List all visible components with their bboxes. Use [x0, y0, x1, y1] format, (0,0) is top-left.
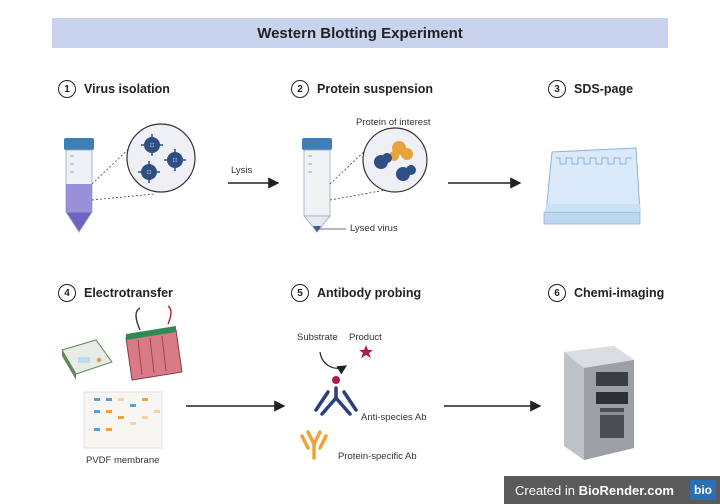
protein-zoom-icon	[362, 127, 428, 193]
protein-of-interest-label: Protein of interest	[356, 117, 431, 128]
title-bar: Western Blotting Experiment	[52, 18, 668, 48]
step-5-label: Antibody probing	[317, 286, 422, 300]
sds-page-gel-icon	[543, 147, 641, 225]
step-5-number: 5	[291, 284, 309, 302]
step-1-header: 1 Virus isolation	[58, 80, 170, 98]
protein-specific-ab-label: Protein-specific Ab	[338, 451, 417, 462]
step-4-label: Electrotransfer	[84, 286, 173, 300]
step-4-header: 4 Electrotransfer	[58, 284, 173, 302]
virus-zoom-icon	[126, 123, 196, 193]
tube-2-icon	[302, 138, 332, 233]
step-6-label: Chemi-imaging	[574, 286, 665, 300]
watermark-prefix: Created in	[515, 482, 579, 498]
step-2-number: 2	[291, 80, 309, 98]
step-2-header: 2 Protein suspension	[291, 80, 433, 98]
pvdf-membrane-icon	[83, 391, 163, 449]
watermark-brand: BioRender.com	[578, 482, 674, 498]
step-1-label: Virus isolation	[84, 82, 170, 96]
step-6-number: 6	[548, 284, 566, 302]
step-6-header: 6 Chemi-imaging	[548, 284, 664, 302]
chemi-imaging-machine-icon	[564, 346, 634, 460]
lysed-virus-label: Lysed virus	[350, 223, 398, 234]
substrate-label: Substrate	[297, 332, 338, 343]
product-label: Product	[349, 332, 382, 343]
step-5-header: 5 Antibody probing	[291, 284, 421, 302]
anti-species-ab-label: Anti-species Ab	[361, 412, 427, 423]
step-3-header: 3 SDS-page	[548, 80, 633, 98]
step-3-number: 3	[548, 80, 566, 98]
step-3-label: SDS-page	[574, 82, 634, 96]
watermark-text: Created in BioRender.com	[515, 483, 674, 498]
lysis-label: Lysis	[231, 165, 253, 176]
step-2-label: Protein suspension	[317, 82, 433, 96]
step-4-number: 4	[58, 284, 76, 302]
electrotransfer-apparatus-icon	[61, 305, 183, 381]
pvdf-membrane-label: PVDF membrane	[86, 455, 160, 466]
antibody-probing-icon	[300, 345, 373, 460]
biorender-logo-icon: bio	[690, 480, 716, 500]
step-1-number: 1	[58, 80, 76, 98]
tube-1-icon	[64, 138, 94, 233]
product-star-icon	[359, 345, 373, 358]
biorender-watermark[interactable]: Created in BioRender.com bio	[504, 476, 720, 504]
page-title: Western Blotting Experiment	[257, 24, 463, 42]
